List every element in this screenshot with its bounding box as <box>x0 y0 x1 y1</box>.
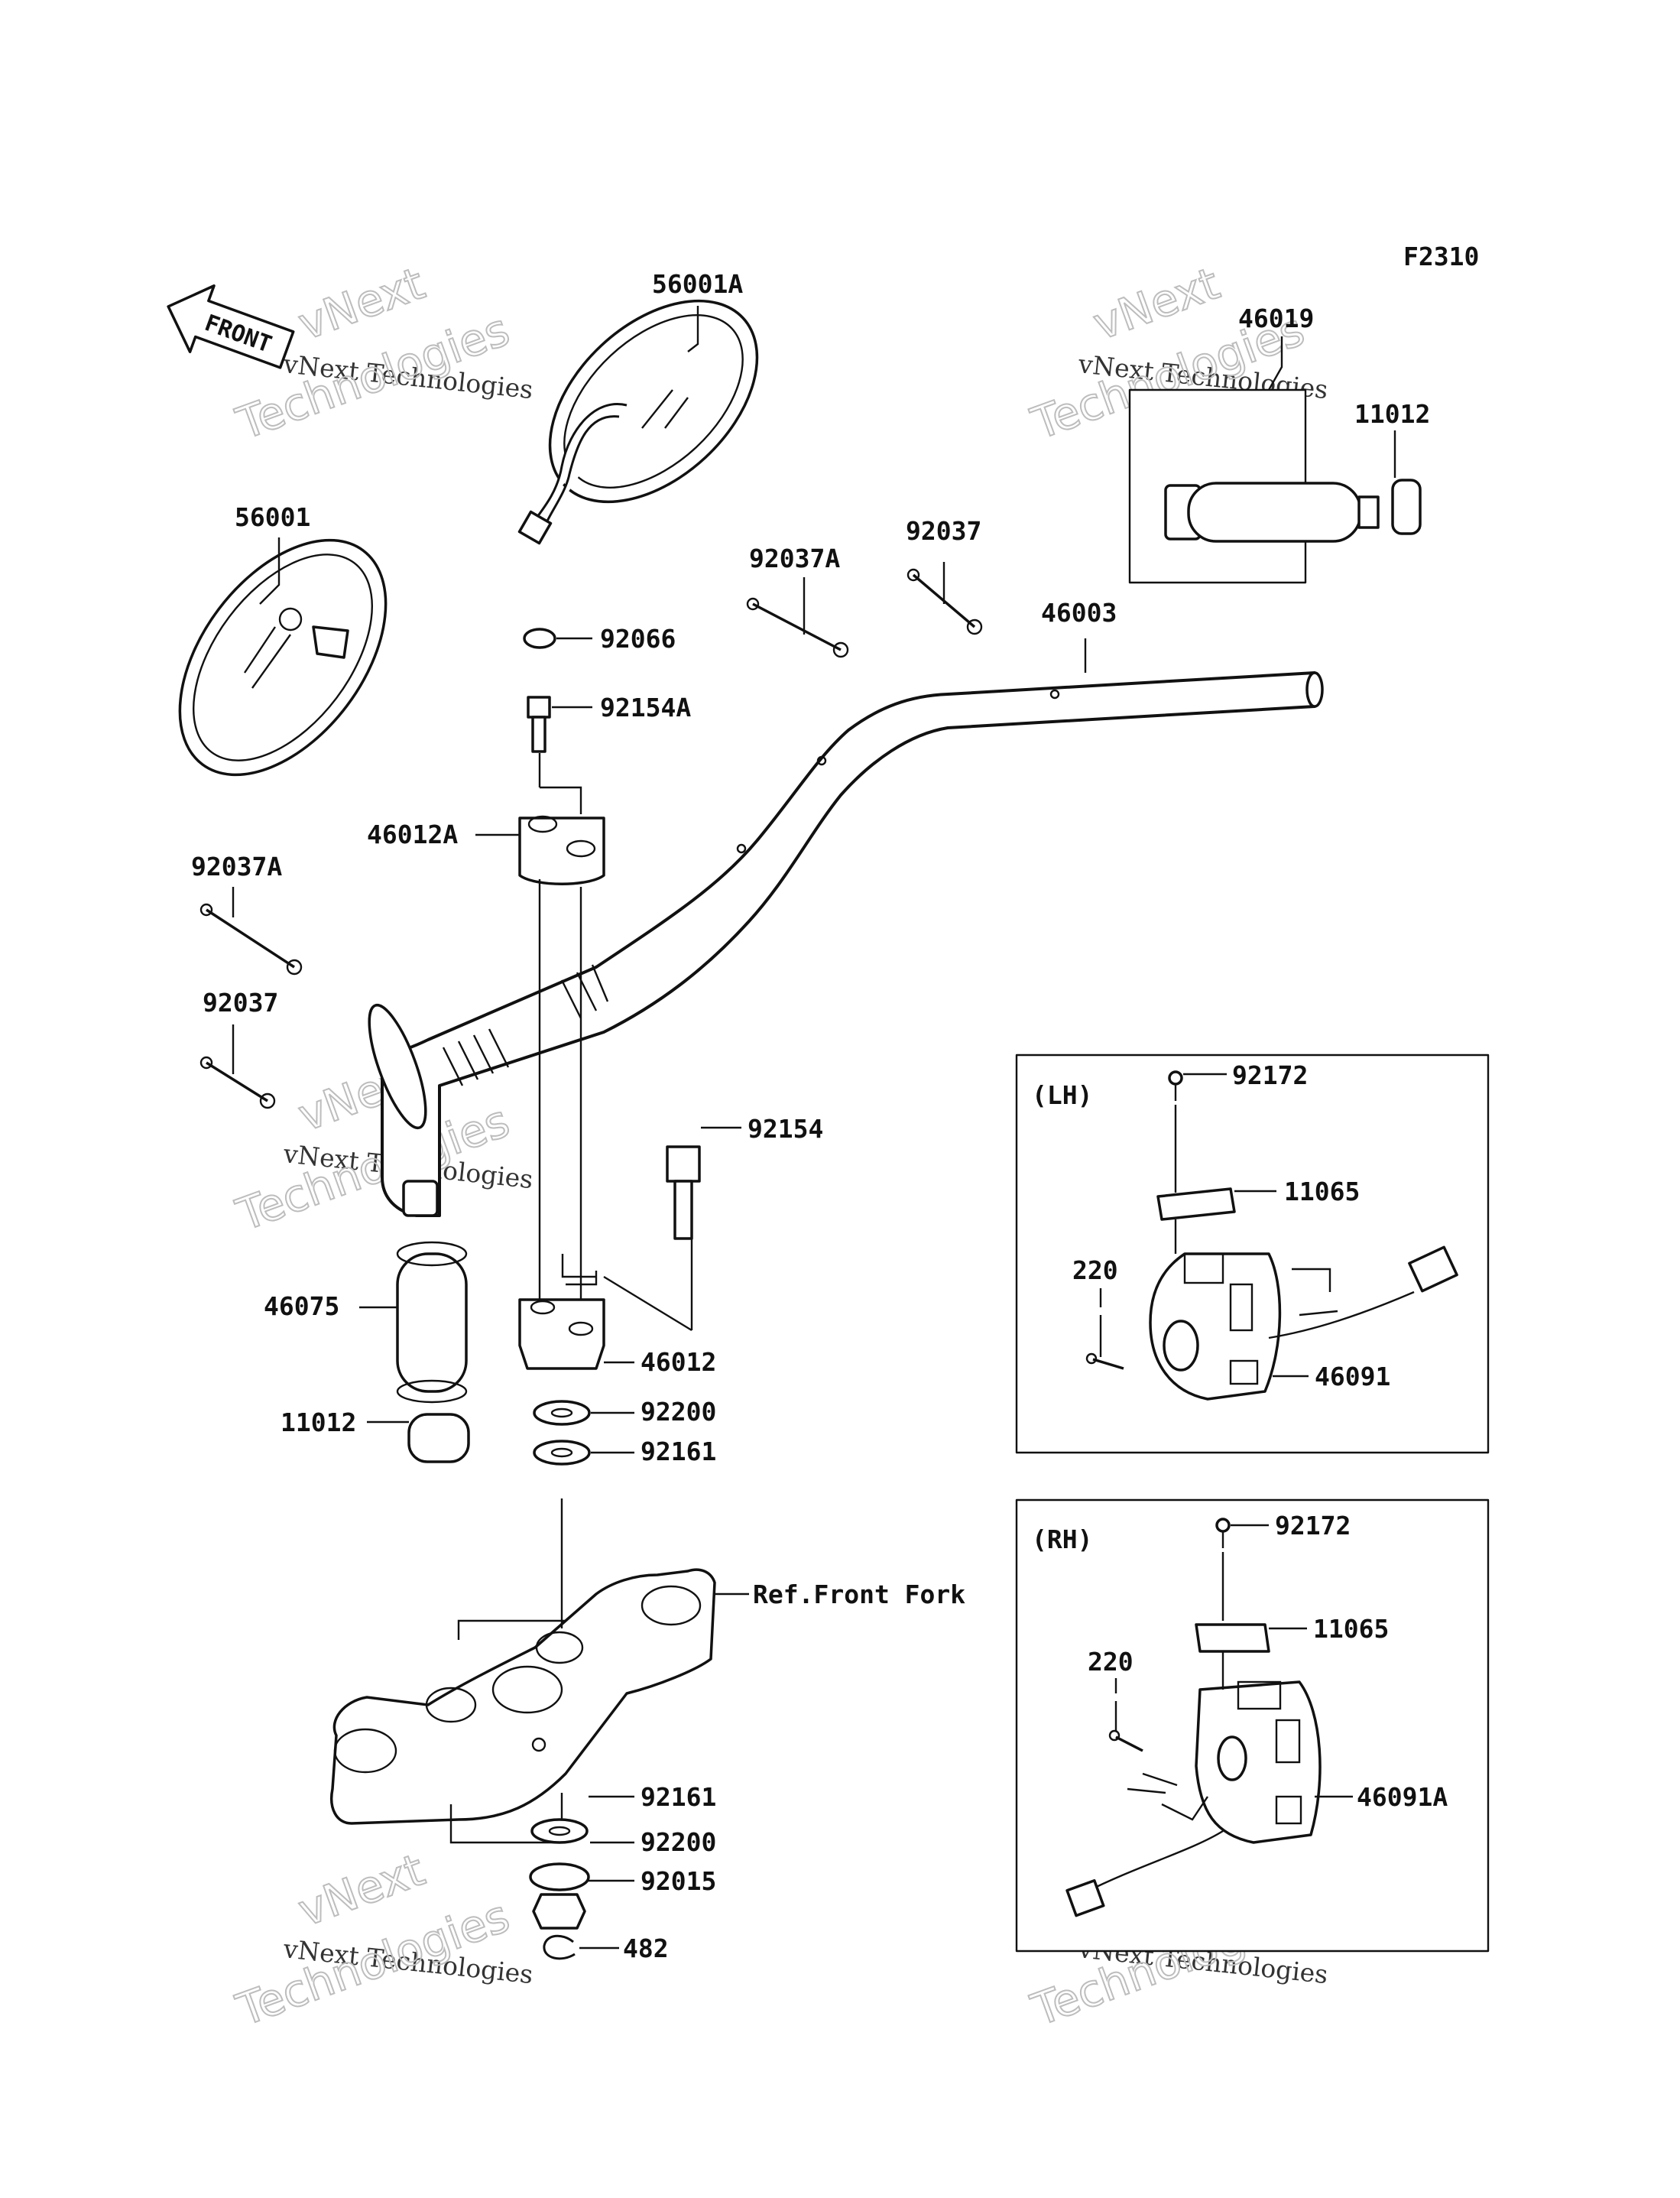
label-11012-top: 11012 <box>1354 399 1430 429</box>
label-11065-lh: 11065 <box>1284 1177 1360 1206</box>
label-46019: 46019 <box>1238 304 1314 333</box>
end-cap-11012-right <box>1391 479 1422 535</box>
holder-46012a <box>518 815 605 885</box>
clamp-92037a-top <box>746 597 849 658</box>
front-direction-arrow-icon: FRONT <box>167 284 295 369</box>
bolt-92154 <box>666 1145 701 1240</box>
screw-220-lh <box>1085 1352 1124 1370</box>
switch-46091a <box>1065 1680 1322 1917</box>
label-92066: 92066 <box>600 624 676 654</box>
label-92037a-top: 92037A <box>749 544 840 573</box>
center-guide-lines <box>449 753 693 1844</box>
label-482: 482 <box>623 1933 669 1963</box>
label-11065-rh: 11065 <box>1313 1614 1389 1644</box>
label-92037-left: 92037 <box>203 988 278 1018</box>
label-56001: 56001 <box>235 502 310 532</box>
lh-guide-lines <box>1099 1105 1177 1357</box>
rh-side-label: (RH) <box>1032 1524 1092 1554</box>
clamp-92037a-left <box>199 903 303 976</box>
grip-46019 <box>1164 482 1380 543</box>
circlip-482 <box>543 1934 576 1960</box>
screw-92172-rh <box>1215 1518 1231 1548</box>
label-46091a: 46091A <box>1357 1782 1448 1812</box>
washer-92200-upper <box>533 1400 591 1426</box>
end-cap-11012-left <box>407 1413 470 1463</box>
label-92154: 92154 <box>748 1114 823 1144</box>
part-labels: 56001A 46019 11012 56001 92037 92037A 46… <box>191 269 1448 1963</box>
handlebar-46003 <box>368 671 1324 1217</box>
switch-46091 <box>1149 1245 1458 1401</box>
label-46012: 46012 <box>641 1347 716 1377</box>
lh-side-label: (LH) <box>1032 1080 1092 1110</box>
label-92037-top: 92037 <box>906 516 981 546</box>
washer-92200-lower <box>529 1862 590 1891</box>
cap-92066 <box>523 628 556 649</box>
label-92154a: 92154A <box>600 693 691 722</box>
mirror-56001a <box>517 299 759 545</box>
label-92161-lower: 92161 <box>641 1782 716 1812</box>
label-46012a: 46012A <box>367 820 458 849</box>
clamp-92037-left <box>199 1056 276 1109</box>
cover-11065-rh <box>1195 1623 1270 1653</box>
label-92172-rh: 92172 <box>1275 1511 1351 1541</box>
washer-92161-upper <box>533 1440 591 1466</box>
label-92172-lh: 92172 <box>1232 1060 1308 1090</box>
label-11012-left: 11012 <box>281 1407 356 1437</box>
screw-220-rh <box>1108 1729 1143 1752</box>
label-92200-lower: 92200 <box>641 1827 716 1857</box>
bolt-92154a <box>527 696 551 753</box>
grip-46075 <box>396 1241 468 1404</box>
leader-lines <box>232 306 1396 1950</box>
label-46075: 46075 <box>264 1291 339 1321</box>
label-92161-upper: 92161 <box>641 1437 716 1466</box>
upper-triple-clamp <box>330 1568 716 1825</box>
figure-code: F2310 <box>1403 242 1479 271</box>
label-46091: 46091 <box>1315 1362 1390 1391</box>
label-46003: 46003 <box>1041 598 1117 628</box>
nut-92015 <box>532 1893 586 1930</box>
rh-guide-lines <box>1114 1552 1224 1732</box>
label-220-rh: 220 <box>1088 1647 1134 1677</box>
label-92037a-left: 92037A <box>191 852 282 881</box>
mirror-56001 <box>178 538 388 777</box>
screw-92172-lh <box>1168 1070 1183 1101</box>
holder-46012 <box>518 1298 605 1370</box>
label-92200-upper: 92200 <box>641 1397 716 1427</box>
watermark-bottom-left: vNext vNext Technologies Technologies <box>229 1842 535 2037</box>
label-92015: 92015 <box>641 1866 716 1896</box>
cover-11065-lh <box>1156 1187 1236 1221</box>
label-56001a: 56001A <box>652 269 743 299</box>
label-220-lh: 220 <box>1072 1255 1118 1285</box>
label-ref-front-fork: Ref.Front Fork <box>753 1580 965 1609</box>
washer-92161-lower <box>530 1818 589 1844</box>
